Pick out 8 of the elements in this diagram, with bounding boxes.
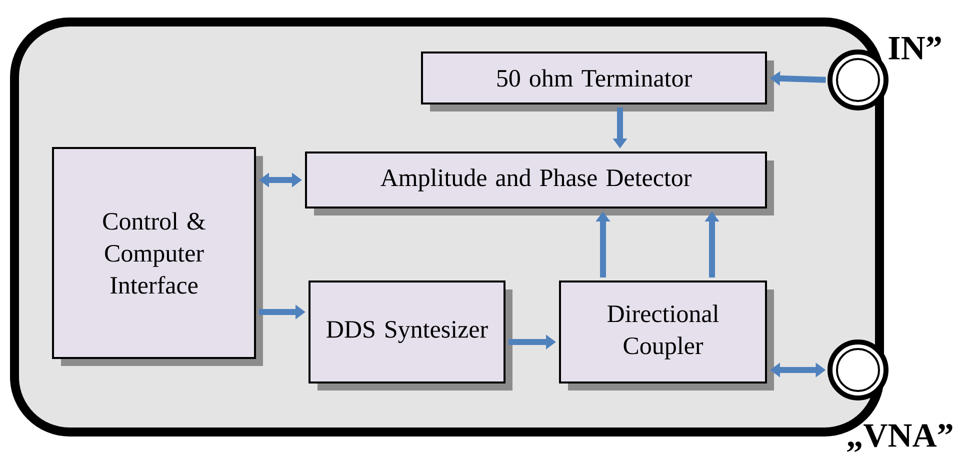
process-box: Directional Coupler: [559, 280, 774, 390]
connector-port: [828, 340, 888, 400]
process-box: Control & Computer Interface: [52, 147, 263, 366]
process-box: DDS Syntesizer: [308, 280, 512, 390]
process-box: 50 ohm Terminator: [421, 52, 774, 112]
port-label: IN”: [888, 36, 941, 60]
process-box: Amplitude and Phase Detector: [305, 152, 774, 216]
port-label: „VNA”: [847, 424, 952, 452]
